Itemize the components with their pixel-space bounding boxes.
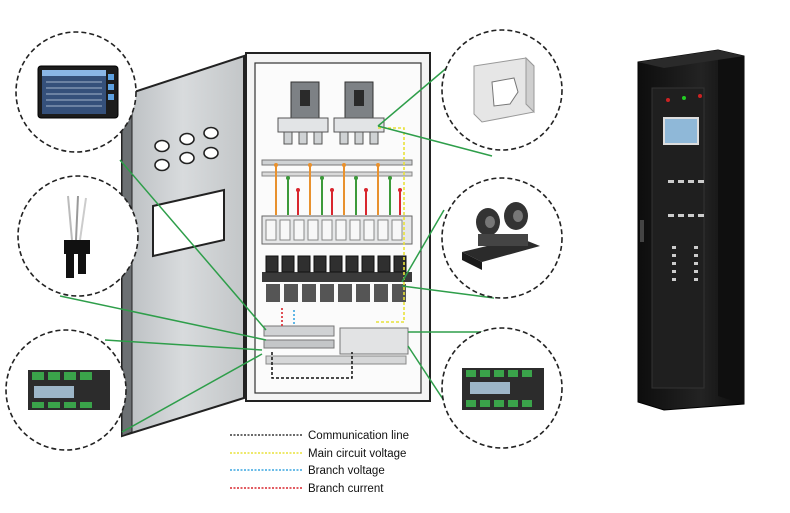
legend-label: Main circuit voltage [308, 448, 406, 460]
door-indicator-buttons [154, 126, 219, 172]
legend: Communication line Main circuit voltage … [230, 430, 409, 495]
monitoring-module-rail [263, 325, 409, 365]
split-core-current-transformer-icon [473, 56, 535, 123]
branch-monitoring-module-icon [462, 368, 544, 410]
legend-label: Branch voltage [308, 465, 385, 477]
cabinet-door [121, 54, 245, 438]
touch-screen-display-icon [37, 65, 119, 119]
main-breaker-right [333, 81, 385, 133]
din-rail-meter-module-icon [28, 370, 110, 410]
callout-touch-display [15, 31, 137, 153]
callout-din-rail-meter [5, 329, 127, 451]
cabinet-body [245, 52, 431, 402]
main-voltage-line-internal [376, 127, 405, 323]
current-sensor-row [262, 255, 412, 302]
branch-breaker-row [261, 215, 413, 245]
callout-branch-monitoring-module [441, 327, 563, 449]
precision-power-distribution-rack [637, 49, 745, 411]
rack-hmi-screen [663, 117, 699, 145]
branch-wires [275, 165, 401, 215]
callout-current-sensor-cable [17, 175, 139, 297]
callout-hall-sensor [441, 177, 563, 299]
callout-split-core-ct [441, 29, 563, 151]
legend-item-communication-line: Communication line [230, 430, 409, 442]
breaker-terminals [283, 131, 379, 145]
legend-item-branch-voltage: Branch voltage [230, 465, 385, 477]
door-window [152, 188, 225, 258]
busbars [261, 159, 413, 177]
legend-item-main-circuit-voltage: Main circuit voltage [230, 448, 406, 460]
open-loop-hall-sensor-icon [462, 202, 540, 270]
main-breaker-left [277, 81, 329, 133]
legend-item-branch-current: Branch current [230, 483, 384, 495]
current-sensor-cable-icon [64, 195, 90, 278]
rack-indicator-panel [668, 180, 704, 281]
communication-line-internal [271, 352, 353, 379]
legend-label: Communication line [308, 430, 409, 442]
legend-label: Branch current [308, 483, 384, 495]
wire-dots [274, 163, 402, 192]
